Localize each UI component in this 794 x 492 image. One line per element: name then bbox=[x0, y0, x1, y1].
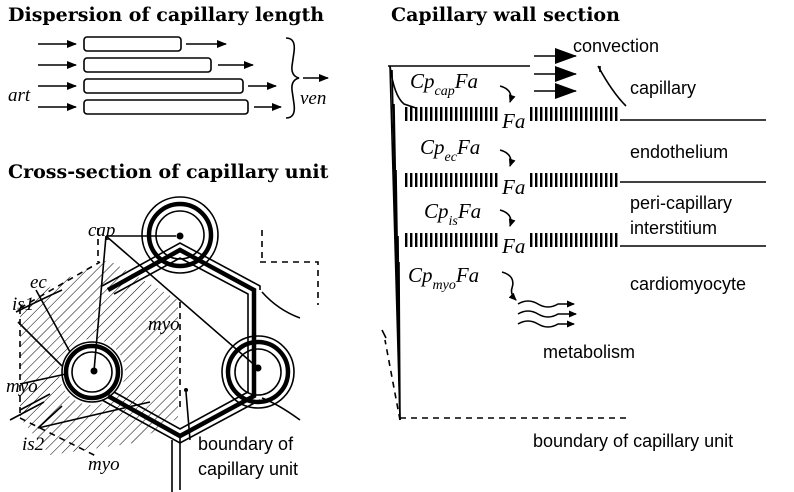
cap-left-outer bbox=[61, 341, 123, 403]
term-cp-cap: CpcapFa bbox=[410, 69, 478, 99]
cap-left-lumen bbox=[71, 351, 113, 393]
label-ec: ec bbox=[30, 272, 47, 293]
title-cross-section: Cross-section of capillary unit bbox=[8, 161, 329, 183]
cap-right-wall bbox=[225, 339, 291, 405]
label-endothelium: endothelium bbox=[630, 142, 728, 162]
term-cp-is: CpisFa bbox=[424, 199, 481, 229]
term-cp-myo: CpmyoFa bbox=[408, 263, 479, 293]
radial-fan bbox=[391, 69, 401, 421]
label-art: art bbox=[8, 85, 31, 106]
cap-left-wall bbox=[63, 343, 121, 401]
fa-cap-wall: Fa bbox=[501, 109, 525, 133]
cap-pointers bbox=[93, 235, 259, 372]
label-cardiomyocyte: cardiomyocyte bbox=[630, 274, 746, 294]
metabolism-arrow-1 bbox=[517, 300, 575, 308]
flux-arrow-myo bbox=[501, 271, 517, 301]
brace bbox=[285, 37, 300, 119]
radial-dashed bbox=[384, 339, 401, 421]
fa-ec-wall: Fa bbox=[501, 175, 525, 199]
wall-section-panel: CpcapFa CpecFa CpisFa CpmyoFa Fa Fa Fa c… bbox=[381, 36, 766, 451]
metabolism-arrow-2 bbox=[517, 310, 577, 318]
cap-top-lumen bbox=[155, 210, 205, 260]
capillary-tube-2 bbox=[83, 57, 212, 73]
label-metabolism: metabolism bbox=[543, 342, 635, 362]
cap-top-wall bbox=[146, 201, 214, 269]
term-cp-ec: CpecFa bbox=[420, 135, 480, 165]
membrane-cap-left bbox=[404, 107, 500, 121]
label-interstitium: interstitium bbox=[630, 218, 717, 238]
label-convection: convection bbox=[573, 36, 659, 56]
convection-profile bbox=[597, 65, 627, 107]
membrane-ec-right bbox=[528, 173, 620, 187]
title-wall-section: Capillary wall section bbox=[391, 4, 620, 26]
flux-arrow-ec bbox=[499, 149, 516, 167]
dispersion-panel: art ven bbox=[8, 36, 329, 119]
flux-arrow-cap bbox=[499, 85, 516, 103]
label-cap: cap bbox=[88, 220, 115, 241]
title-dispersion: Dispersion of capillary length bbox=[8, 4, 324, 26]
cap-top-dot bbox=[176, 232, 184, 240]
radial-tick bbox=[381, 329, 387, 339]
membrane-ec-left bbox=[404, 173, 500, 187]
metabolism-arrow-3 bbox=[517, 320, 575, 328]
label-capillary: capillary bbox=[630, 78, 696, 98]
capillary-tube-3 bbox=[83, 78, 244, 94]
cross-section-panel: cap ec is1 myo myo is2 myo boundary of c… bbox=[6, 196, 319, 492]
label-is1: is1 bbox=[12, 294, 34, 315]
label-myo-left: myo bbox=[6, 376, 38, 397]
cap-top-outer bbox=[141, 196, 219, 274]
flux-arrow-is bbox=[499, 209, 516, 227]
label-boundary-1: boundary of bbox=[198, 434, 294, 454]
radial-edge bbox=[389, 65, 401, 421]
membrane-cap-right bbox=[528, 107, 620, 121]
cell-walls bbox=[9, 289, 301, 492]
label-boundary-2: capillary unit bbox=[198, 459, 298, 479]
cap-right-lumen bbox=[234, 348, 282, 396]
label-myo-center: myo bbox=[148, 314, 180, 335]
ec-is-pointers bbox=[17, 289, 71, 385]
membrane-is-right bbox=[528, 233, 620, 247]
label-pericapillary: peri-capillary bbox=[630, 193, 732, 213]
boundary-pointer bbox=[185, 391, 191, 441]
capillary-tube-4 bbox=[83, 99, 249, 115]
boundary-dot bbox=[184, 388, 188, 392]
label-myo-bottom: myo bbox=[88, 454, 120, 475]
unit-boundary-dashed bbox=[19, 228, 319, 457]
membrane-is-left bbox=[404, 233, 500, 247]
fa-is-wall: Fa bbox=[501, 234, 525, 258]
cap-right-outer bbox=[221, 335, 295, 409]
is2-pointers bbox=[37, 401, 151, 429]
label-ven: ven bbox=[300, 88, 326, 109]
label-is2: is2 bbox=[22, 434, 45, 455]
profile-curve bbox=[389, 65, 417, 109]
label-wall-boundary: boundary of capillary unit bbox=[533, 431, 733, 451]
capillary-tube-1 bbox=[83, 36, 182, 52]
